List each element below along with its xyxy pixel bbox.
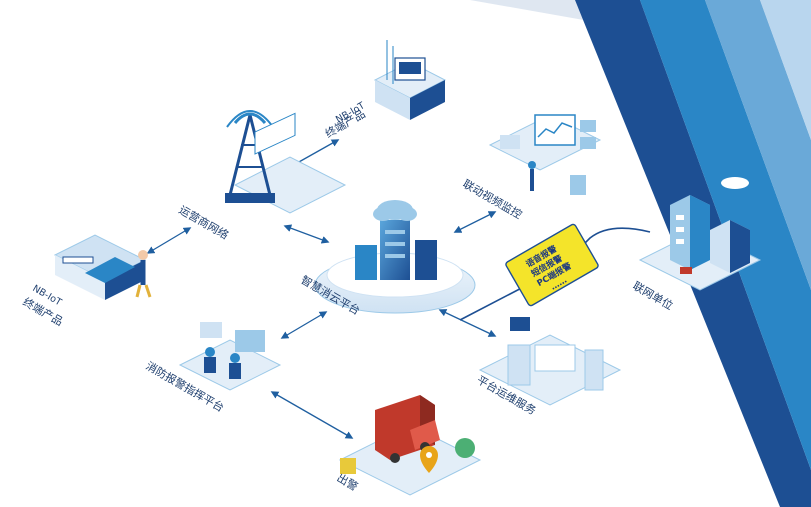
server-rack-icon (507, 344, 604, 391)
antenna-tower-icon (225, 110, 275, 203)
link-fire-platform (280, 311, 328, 339)
linkage-monitoring (488, 114, 602, 195)
building-icon (670, 195, 750, 273)
monitor-dashboard-icon (510, 317, 576, 372)
linkage-label: 联动视频监控 (461, 176, 525, 221)
link-unit-platform (459, 227, 651, 321)
carrier-tower (225, 110, 347, 214)
fire-truck-icon (375, 395, 440, 463)
carrier-label: 运营商网络 (177, 202, 232, 242)
networked-unit (638, 177, 762, 291)
central-platform (314, 200, 476, 314)
operator-desk-icon (200, 322, 265, 379)
link-fire-alarm (270, 391, 354, 439)
alarm-response (338, 395, 482, 496)
ops-service (478, 317, 622, 406)
server-rack-icon (62, 256, 94, 264)
server-rack-icon (355, 220, 437, 280)
nbiot-top-device (373, 40, 447, 120)
terminal-device-icon (394, 57, 426, 81)
link-linkage-platform (453, 211, 497, 233)
alarm-callout: 语音报警 短信报警 PC端报警 …… (505, 223, 599, 307)
nbiot-left-device (53, 234, 152, 300)
monitor-dashboard-icon (500, 114, 596, 149)
link-carrier-nbiot-left (146, 227, 192, 254)
unit-label: 联网单位 (631, 278, 676, 312)
map-pin-icon (420, 446, 438, 473)
fire-dispatch (178, 322, 282, 391)
link-carrier-platform (283, 224, 330, 244)
cloud-platform-icon (373, 200, 417, 221)
link-platform-ops (438, 309, 497, 337)
